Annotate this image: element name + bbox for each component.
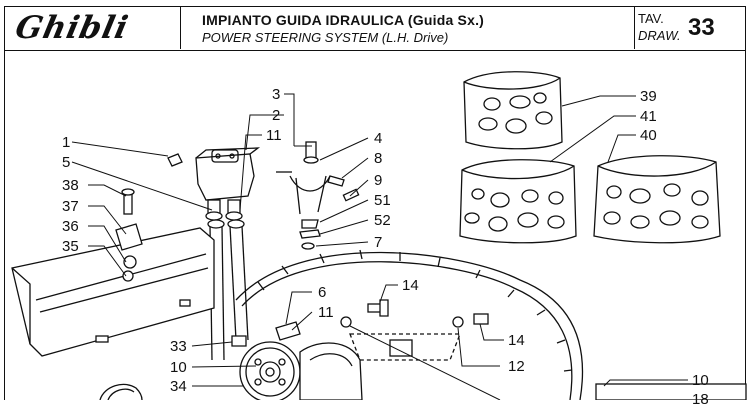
callout-8: 8 [374, 150, 383, 167]
callout-10-right: 10 [692, 372, 709, 389]
shim-pack-40 [593, 155, 721, 244]
table-label-en: DRAW. [638, 28, 681, 43]
logo-cell: Ghibli [4, 6, 181, 49]
callout-2: 2 [272, 107, 281, 124]
callout-38: 38 [62, 177, 79, 194]
callout-41: 41 [640, 108, 657, 125]
title-block: Ghibli IMPIANTO GUIDA IDRAULICA (Guida S… [4, 6, 746, 51]
leader-lines [71, 93, 688, 387]
callout-37: 37 [62, 198, 79, 215]
bolt-stack-left [115, 188, 143, 282]
title-italian: IMPIANTO GUIDA IDRAULICA (Guida Sx.) [202, 12, 485, 28]
callout-34: 34 [170, 378, 187, 395]
callout-4: 4 [374, 130, 383, 147]
shim-pack-41 [459, 159, 577, 244]
callout-10: 10 [170, 359, 187, 376]
pressure-pipe-loop [235, 249, 584, 400]
callout-1: 1 [62, 134, 71, 151]
callout-6: 6 [318, 284, 327, 301]
callout-11-lower: 11 [318, 304, 334, 321]
callout-7: 7 [374, 234, 383, 251]
callout-35: 35 [62, 238, 79, 255]
callout-39: 39 [640, 88, 657, 105]
table-label-it: TAV. [638, 11, 664, 26]
callout-14: 14 [402, 277, 419, 294]
fluid-reservoir [195, 147, 261, 201]
table-number-cell: TAV. DRAW. 33 [636, 6, 746, 49]
callout-9: 9 [374, 172, 383, 189]
callout-5: 5 [62, 154, 71, 171]
table-number: 33 [688, 14, 715, 41]
mounting-bracket [276, 141, 360, 250]
pump-pulley [231, 321, 363, 400]
callout-3: 3 [272, 86, 281, 103]
callout-36: 36 [62, 218, 79, 235]
callout-40: 40 [640, 127, 657, 144]
hose-clamp-1 [167, 153, 183, 167]
splash-shield [11, 227, 215, 357]
callout-12: 12 [508, 358, 525, 375]
title-english: POWER STEERING SYSTEM (L.H. Drive) [202, 30, 449, 45]
title-cell: IMPIANTO GUIDA IDRAULICA (Guida Sx.) POW… [182, 6, 635, 49]
callout-11: 11 [266, 127, 282, 144]
callout-14-right: 14 [508, 332, 525, 349]
shim-pack-39 [463, 71, 563, 150]
callout-33: 33 [170, 338, 187, 355]
drawing-frame [4, 6, 746, 400]
callout-51: 51 [374, 192, 391, 209]
callout-52: 52 [374, 212, 391, 229]
